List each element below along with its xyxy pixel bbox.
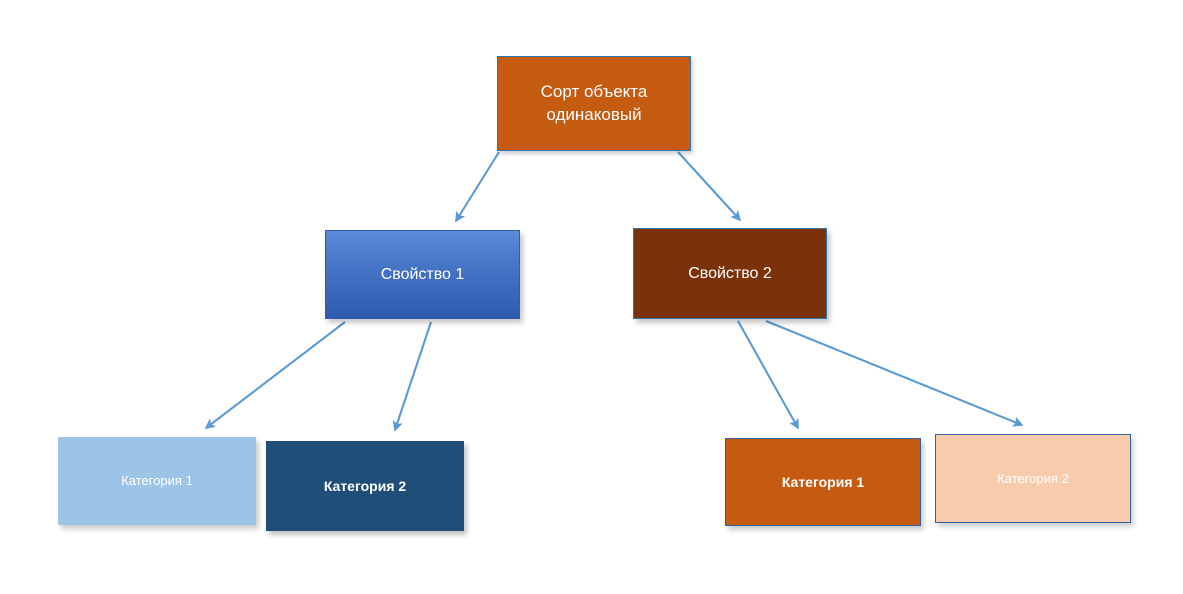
node-category-left-2[interactable]: Категория 2 (266, 441, 464, 531)
node-category-left-1[interactable]: Категория 1 (58, 437, 256, 525)
connector-property-2-to-category-right-2 (765, 320, 1024, 427)
node-category-right-2[interactable]: Категория 2 (935, 434, 1131, 523)
connector-root-to-property-2 (677, 151, 742, 222)
connector-property-1-to-category-left-1 (204, 321, 346, 430)
connector-property-2-to-category-right-1 (737, 320, 799, 430)
node-property-1[interactable]: Свойство 1 (325, 230, 520, 319)
node-category-right-1[interactable]: Категория 1 (725, 438, 921, 526)
node-property-2-label: Свойство 2 (688, 264, 772, 282)
node-root[interactable]: Сорт объекта одинаковый (497, 56, 691, 151)
node-category-left-1-label: Категория 1 (121, 473, 193, 489)
node-category-left-2-label: Категория 2 (323, 477, 407, 494)
node-category-right-2-label: Категория 2 (997, 470, 1069, 486)
node-root-label: Сорт объекта одинаковый (540, 81, 648, 124)
node-property-1-label: Свойство 1 (380, 265, 465, 283)
connector-property-1-to-category-left-2 (392, 321, 432, 432)
connector-root-to-property-1 (455, 151, 500, 223)
node-property-2[interactable]: Свойство 2 (633, 228, 827, 319)
node-category-right-1-label: Категория 1 (781, 473, 865, 490)
